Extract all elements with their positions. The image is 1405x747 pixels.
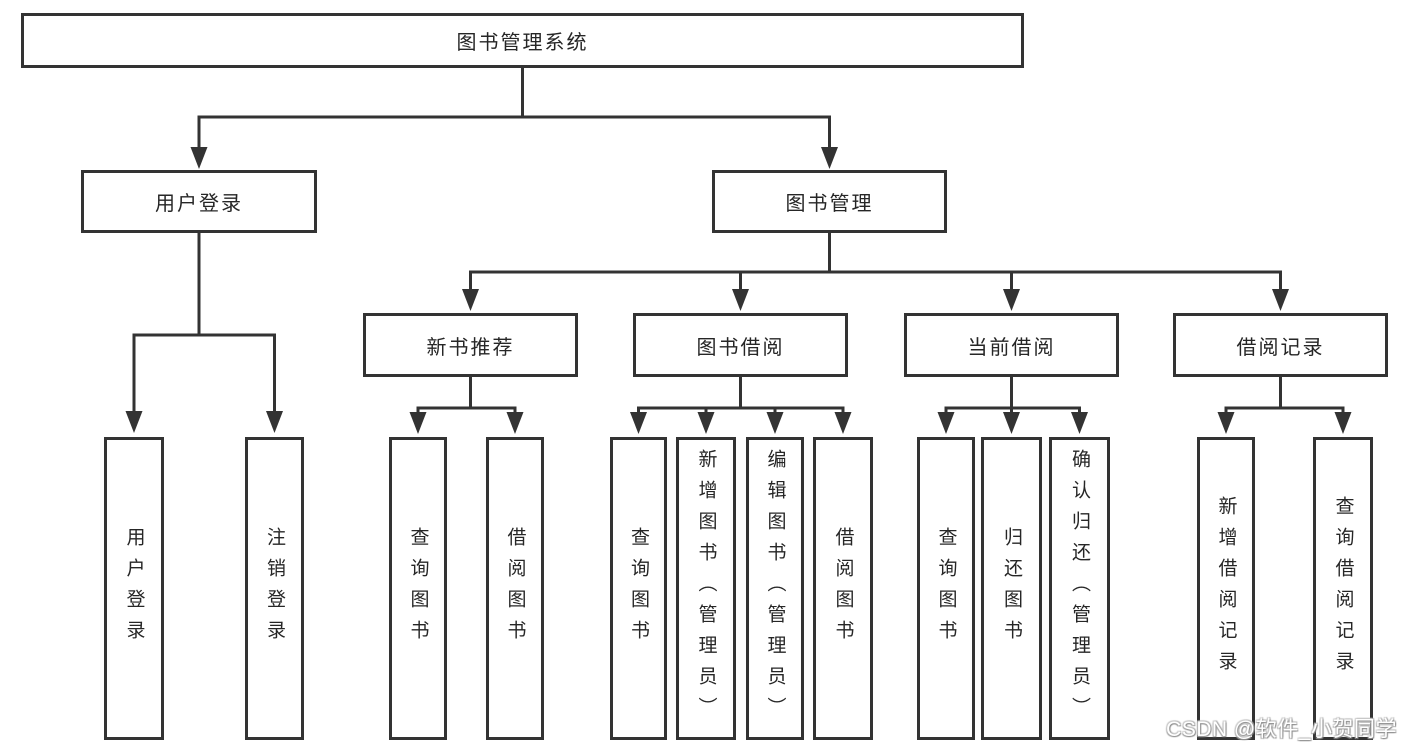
node-label: 图书借阅 — [696, 336, 785, 359]
node-label: 用户登录 — [155, 193, 243, 215]
node-borrow-records: 借阅记录 — [1173, 313, 1388, 377]
leaf-confirm-return-admin: 确认归还（管理员） — [1049, 437, 1110, 740]
node-label: 新书推荐 — [426, 336, 515, 359]
node-label: 当前借阅 — [967, 336, 1056, 359]
leaf-user-login: 用户登录 — [104, 437, 164, 740]
leaf-query-borrow-record: 查询借阅记录 — [1313, 437, 1373, 740]
leaf-query-books-borrowing: 查询图书 — [610, 437, 667, 740]
leaf-borrow-books-recommend: 借阅图书 — [486, 437, 544, 740]
node-label: 查询借阅记录 — [1332, 495, 1354, 682]
leaf-query-books-current: 查询图书 — [917, 437, 975, 740]
node-label: 图书管理系统 — [456, 32, 589, 54]
leaf-return-books: 归还图书 — [981, 437, 1042, 740]
node-label: 新增借阅记录 — [1215, 495, 1237, 682]
node-label: 查询图书 — [407, 526, 429, 651]
node-label: 注销登录 — [264, 526, 285, 651]
node-label: 用户登录 — [123, 526, 145, 651]
leaf-add-books-admin: 新增图书（管理员） — [676, 437, 736, 740]
leaf-add-borrow-record: 新增借阅记录 — [1197, 437, 1255, 740]
node-label: 图书管理 — [785, 193, 874, 215]
node-library-system: 图书管理系统 — [21, 13, 1024, 68]
leaf-borrow-books: 借阅图书 — [813, 437, 873, 740]
node-label: 借阅图书 — [832, 526, 854, 651]
leaf-edit-books-admin: 编辑图书（管理员） — [746, 437, 804, 740]
leaf-logout: 注销登录 — [245, 437, 304, 740]
node-label: 编辑图书（管理员） — [764, 449, 786, 728]
node-label: 借阅图书 — [504, 526, 526, 651]
node-label: 新增图书（管理员） — [695, 449, 717, 728]
node-current-borrowing: 当前借阅 — [904, 313, 1119, 377]
node-label: 归还图书 — [1001, 526, 1022, 651]
node-new-book-recommend: 新书推荐 — [363, 313, 578, 377]
node-label: 查询图书 — [935, 526, 957, 651]
node-label: 借阅记录 — [1236, 336, 1325, 359]
watermark-text: CSDN @软件_小贺同学 — [1166, 718, 1397, 741]
node-book-borrowing: 图书借阅 — [633, 313, 848, 377]
node-book-management: 图书管理 — [712, 170, 947, 233]
node-label: 查询图书 — [628, 526, 649, 651]
node-label: 确认归还（管理员） — [1069, 449, 1090, 728]
leaf-query-books-recommend: 查询图书 — [389, 437, 447, 740]
node-user-login: 用户登录 — [81, 170, 317, 233]
